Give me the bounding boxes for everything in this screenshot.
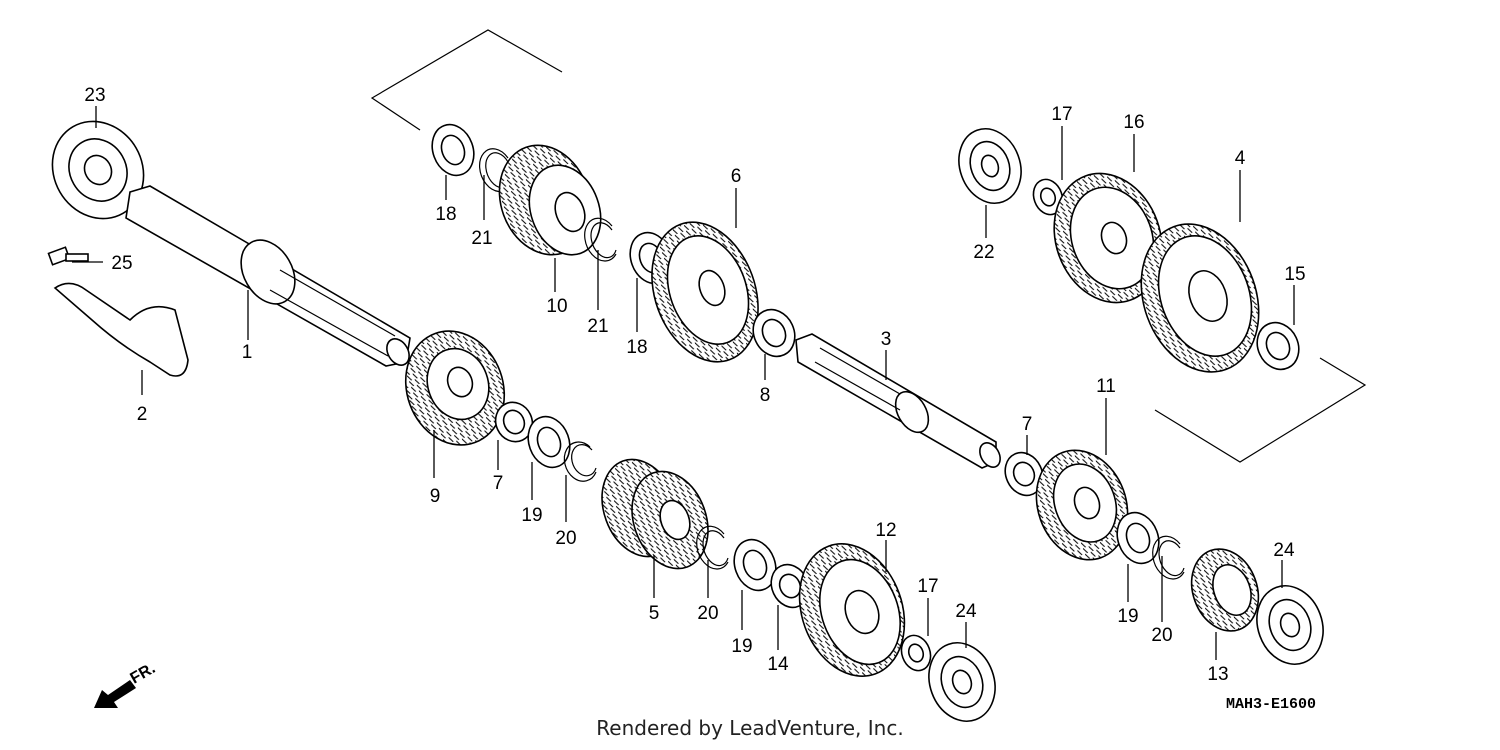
- bushing-8[interactable]: [746, 303, 803, 363]
- gear-11[interactable]: [1022, 437, 1143, 572]
- washer-19-right[interactable]: [1110, 507, 1165, 570]
- washer-17-top[interactable]: [1029, 175, 1068, 218]
- label-17-top: 17: [1051, 104, 1072, 125]
- countershaft-3[interactable]: [795, 333, 1004, 471]
- label-19-right: 19: [1117, 606, 1138, 627]
- bushing-7-left[interactable]: [489, 396, 539, 447]
- circlip-20-right[interactable]: [1152, 535, 1185, 580]
- group-bracket-top: [370, 29, 563, 131]
- bushing-7-right[interactable]: [998, 446, 1049, 501]
- bearing-22[interactable]: [949, 120, 1031, 212]
- washer-19-left[interactable]: [521, 411, 576, 474]
- gear-5[interactable]: [589, 449, 721, 580]
- bearing-24-bottom[interactable]: [918, 633, 1006, 730]
- gear-12[interactable]: [782, 529, 922, 691]
- label-8: 8: [760, 385, 771, 406]
- bearing-23[interactable]: [35, 105, 161, 236]
- label-4: 4: [1235, 148, 1246, 169]
- label-25: 25: [111, 253, 132, 274]
- circlip-20-left[interactable]: [563, 441, 597, 482]
- label-12: 12: [875, 520, 896, 541]
- bolt-25[interactable]: [47, 246, 89, 266]
- label-21-middle: 21: [587, 316, 608, 337]
- label-6: 6: [731, 166, 742, 187]
- label-21-top: 21: [471, 228, 492, 249]
- label-7-left: 7: [493, 473, 504, 494]
- diagram-code: MAH3-E1600: [1226, 696, 1316, 713]
- label-7-right: 7: [1022, 414, 1033, 435]
- label-16: 16: [1123, 112, 1144, 133]
- label-22: 22: [973, 242, 994, 263]
- lock-washer-18-top[interactable]: [425, 119, 480, 182]
- label-2: 2: [137, 404, 148, 425]
- gear-4[interactable]: [1121, 207, 1278, 388]
- label-24-bottom: 24: [955, 601, 977, 622]
- gear-6[interactable]: [633, 207, 776, 377]
- label-19-left: 19: [521, 505, 542, 526]
- mainshaft-1[interactable]: [125, 185, 414, 369]
- front-arrow: FR.: [94, 660, 158, 708]
- circlip-21-middle[interactable]: [584, 217, 617, 262]
- label-24-right: 24: [1273, 540, 1295, 561]
- label-9: 9: [430, 486, 441, 507]
- front-arrow-icon: [94, 680, 136, 708]
- part-labels: 23 25 1 2 18 21 10 21 18 6 8 3 9 7 19 20…: [84, 85, 1305, 685]
- leader-lines: [72, 106, 1295, 660]
- label-18-top: 18: [435, 204, 456, 225]
- label-3: 3: [881, 329, 892, 350]
- bearing-24-right[interactable]: [1246, 576, 1334, 673]
- label-20-right: 20: [1151, 625, 1172, 646]
- label-11: 11: [1096, 376, 1116, 397]
- label-5: 5: [649, 603, 660, 624]
- label-23: 23: [84, 85, 105, 106]
- label-18-middle: 18: [626, 337, 647, 358]
- label-19-middle: 19: [731, 636, 752, 657]
- gear-16[interactable]: [1037, 158, 1180, 318]
- washer-19-middle[interactable]: [727, 534, 782, 597]
- label-14: 14: [767, 654, 789, 675]
- gear-9[interactable]: [390, 317, 520, 459]
- label-1: 1: [242, 342, 253, 363]
- label-17-bottom: 17: [917, 576, 938, 597]
- label-15: 15: [1284, 264, 1305, 285]
- credit-text: Rendered by LeadVenture, Inc.: [596, 716, 904, 740]
- bushing-15[interactable]: [1250, 316, 1307, 376]
- bracket-plate-2[interactable]: [53, 282, 189, 377]
- label-10: 10: [546, 296, 567, 317]
- label-20-middle: 20: [697, 603, 718, 624]
- label-13: 13: [1207, 664, 1228, 685]
- circlip-20-middle[interactable]: [696, 525, 729, 570]
- washer-17-bottom[interactable]: [897, 631, 936, 674]
- group-bracket-right: [1154, 357, 1367, 463]
- gear-13[interactable]: [1181, 540, 1270, 641]
- gear-10[interactable]: [485, 132, 613, 267]
- label-20-left: 20: [555, 528, 576, 549]
